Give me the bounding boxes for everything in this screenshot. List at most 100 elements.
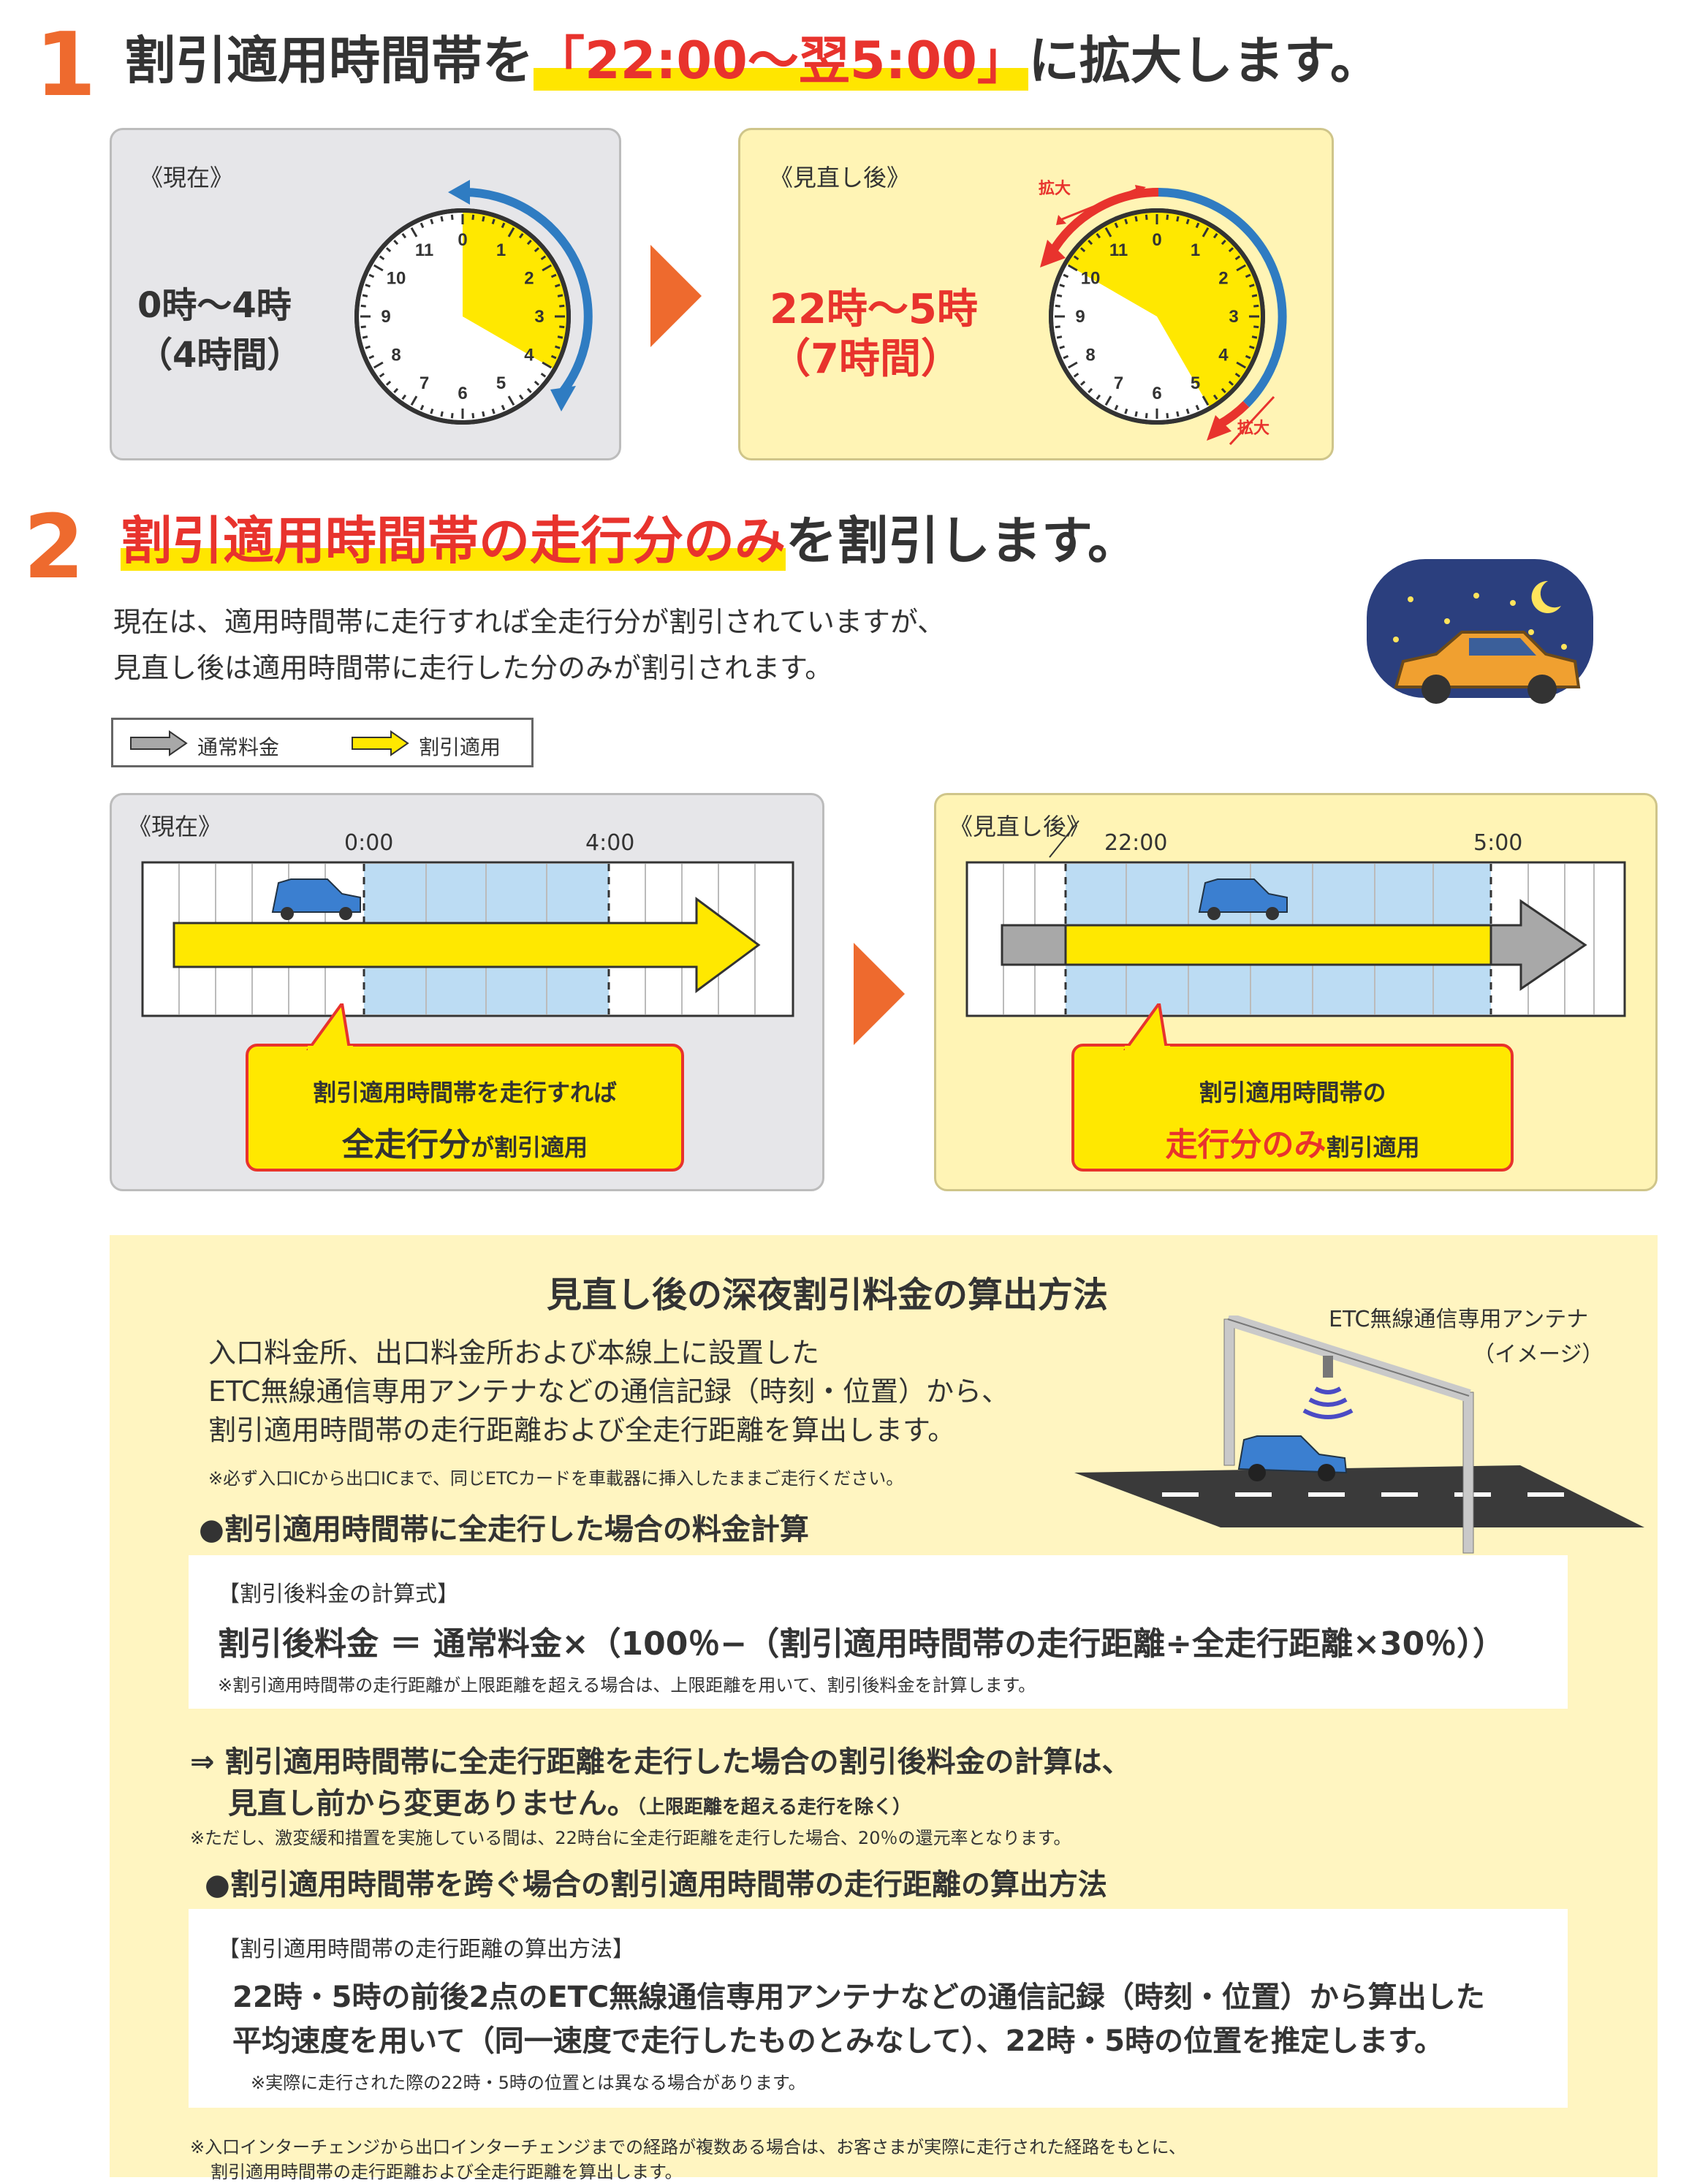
clock-tick	[557, 335, 563, 339]
clock-tick	[526, 239, 532, 246]
section1-title-pre: 割引適用時間帯を	[124, 31, 534, 91]
clock-tick	[1145, 413, 1148, 419]
formula1-label: 【割引後料金の計算式】	[218, 1582, 459, 1607]
legend-normal-label: 通常料金	[197, 735, 280, 759]
clock-tick	[379, 255, 385, 261]
clock-number: 6	[1152, 384, 1161, 403]
clock-tick	[1245, 273, 1251, 278]
clock-tick	[491, 219, 496, 224]
current-time-range: 0時〜4時	[137, 285, 292, 326]
clock-tick	[430, 409, 434, 414]
clock-number: 2	[1218, 269, 1228, 289]
clock-tick	[1114, 222, 1119, 229]
revised-timeline-panel: 《見直し後》 22:00 5:00 割引適用時間帯の 走行分のみ割引適用	[934, 793, 1658, 1191]
clock-tick	[1195, 222, 1200, 229]
clock-tick	[1124, 409, 1128, 414]
clock-tick	[1073, 255, 1079, 261]
clock-tick	[534, 247, 540, 253]
clock-tick	[1114, 404, 1119, 411]
clock-tick	[1234, 255, 1241, 261]
section2-next-arrow	[854, 943, 905, 1045]
method-section: 見直し後の深夜割引料金の算出方法 入口料金所、出口料金所および本線上に設置した …	[110, 1235, 1658, 2182]
clock-tick	[1221, 239, 1226, 246]
clock-number: 1	[496, 240, 506, 260]
antenna-label2: （イメージ）	[1473, 1342, 1604, 1367]
section1-number: 1	[35, 15, 96, 116]
revised-tag: 《見直し後》	[770, 164, 911, 191]
clock-tick	[1202, 227, 1210, 238]
clock-tick	[1104, 227, 1112, 238]
clock-tick	[555, 345, 561, 349]
clock-tick	[1236, 264, 1246, 272]
clock-tick	[1063, 273, 1069, 278]
clock-number: 8	[391, 346, 401, 365]
formula2-label: 【割引適用時間帯の走行距離の算出方法】	[218, 1937, 634, 1962]
clock-tick	[1079, 380, 1086, 386]
clock-tick	[393, 387, 399, 394]
clock-tick	[555, 284, 561, 288]
clock-number: 6	[458, 384, 467, 403]
clock-number: 0	[458, 230, 467, 250]
clock-tick	[1185, 219, 1190, 224]
revised-bubble: 割引適用時間帯の 走行分のみ割引適用	[1071, 1044, 1514, 1172]
clock-tick	[373, 264, 384, 272]
clock-number: 3	[1229, 307, 1238, 327]
clock-tick	[362, 294, 368, 297]
current-timeline-tag: 《現在》	[128, 813, 222, 840]
formula1-note: ※割引適用時間帯の走行距離が上限距離を超える場合は、上限距離を用いて、割引後料金…	[218, 1675, 1036, 1696]
clock-number: 3	[534, 307, 544, 327]
section1-next-arrow	[650, 245, 702, 347]
conclusion-line2-main: 見直し前から変更ありません。	[228, 1787, 637, 1821]
clock-tick	[518, 394, 524, 400]
method-intro3: 割引適用時間帯の走行距離および全走行距離を算出します。	[208, 1414, 956, 1446]
conclusion-note: ※ただし、激変緩和措置を実施している間は、22時台に全走行距離を走行した場合、2…	[190, 1828, 1071, 1848]
section2-number: 2	[23, 497, 85, 599]
clock-tick	[1068, 264, 1078, 272]
clock-tick	[501, 222, 506, 229]
clock-tick	[471, 214, 475, 220]
revised-t1-label: 22:00	[1104, 830, 1168, 856]
clock-number: 5	[1191, 373, 1200, 393]
clock-number: 4	[1218, 346, 1229, 365]
revised-time-duration: （7時間）	[770, 335, 962, 383]
clock-tick	[368, 273, 375, 278]
section1-title-post: に拡大します。	[1028, 31, 1381, 91]
current-time-duration: （4時間）	[137, 335, 303, 376]
section2-title: 割引適用時間帯の走行分のみを割引します。	[121, 511, 1139, 571]
clock-tick	[401, 232, 407, 239]
revised-t2-label: 5:00	[1473, 830, 1523, 856]
clock-tick	[1063, 354, 1069, 360]
clock-tick	[365, 345, 371, 349]
clock-tick	[385, 247, 392, 253]
clock-tick	[440, 411, 444, 417]
clock-number: 7	[1114, 373, 1123, 393]
clock-tick	[1104, 395, 1112, 406]
clock-tick	[440, 216, 444, 222]
clock-number: 1	[1191, 240, 1200, 260]
clock-tick	[1166, 413, 1169, 419]
clock-tick	[430, 219, 434, 224]
expand-label-top: 拡大	[1039, 180, 1071, 198]
section2-desc-line2: 見直し後は適用時間帯に走行した分のみが割引されます。	[113, 652, 833, 684]
current-t2-label: 4:00	[585, 830, 635, 856]
clock-tick	[368, 354, 375, 360]
night-car-illustration	[1367, 559, 1593, 704]
clock-tick	[526, 387, 532, 394]
clock-number: 7	[420, 373, 429, 393]
formula2-line1: 22時・5時の前後2点のETC無線通信専用アンテナなどの通信記録（時刻・位置）か…	[232, 1981, 1485, 2014]
clock-tick	[550, 354, 557, 360]
antenna-label1: ETC無線通信専用アンテナ	[1329, 1307, 1589, 1332]
clock-tick	[1212, 394, 1218, 400]
current-bubble-rest: が割引適用	[470, 1134, 588, 1161]
clock-tick	[1253, 304, 1259, 308]
footnote-line1: ※入口インターチェンジから出口インターチェンジまでの経路が複数ある場合は、お客さ…	[190, 2137, 1186, 2157]
current-t1-label: 0:00	[344, 830, 394, 856]
clock-tick	[393, 239, 399, 246]
method-intro-note: ※必ず入口ICから出口ICまで、同じETCカードを車載器に挿入したままご走行くだ…	[208, 1468, 904, 1489]
clock-tick	[410, 227, 418, 238]
clock-tick	[1234, 372, 1241, 378]
formula2-box: 【割引適用時間帯の走行距離の算出方法】 22時・5時の前後2点のETC無線通信専…	[189, 1909, 1568, 2108]
